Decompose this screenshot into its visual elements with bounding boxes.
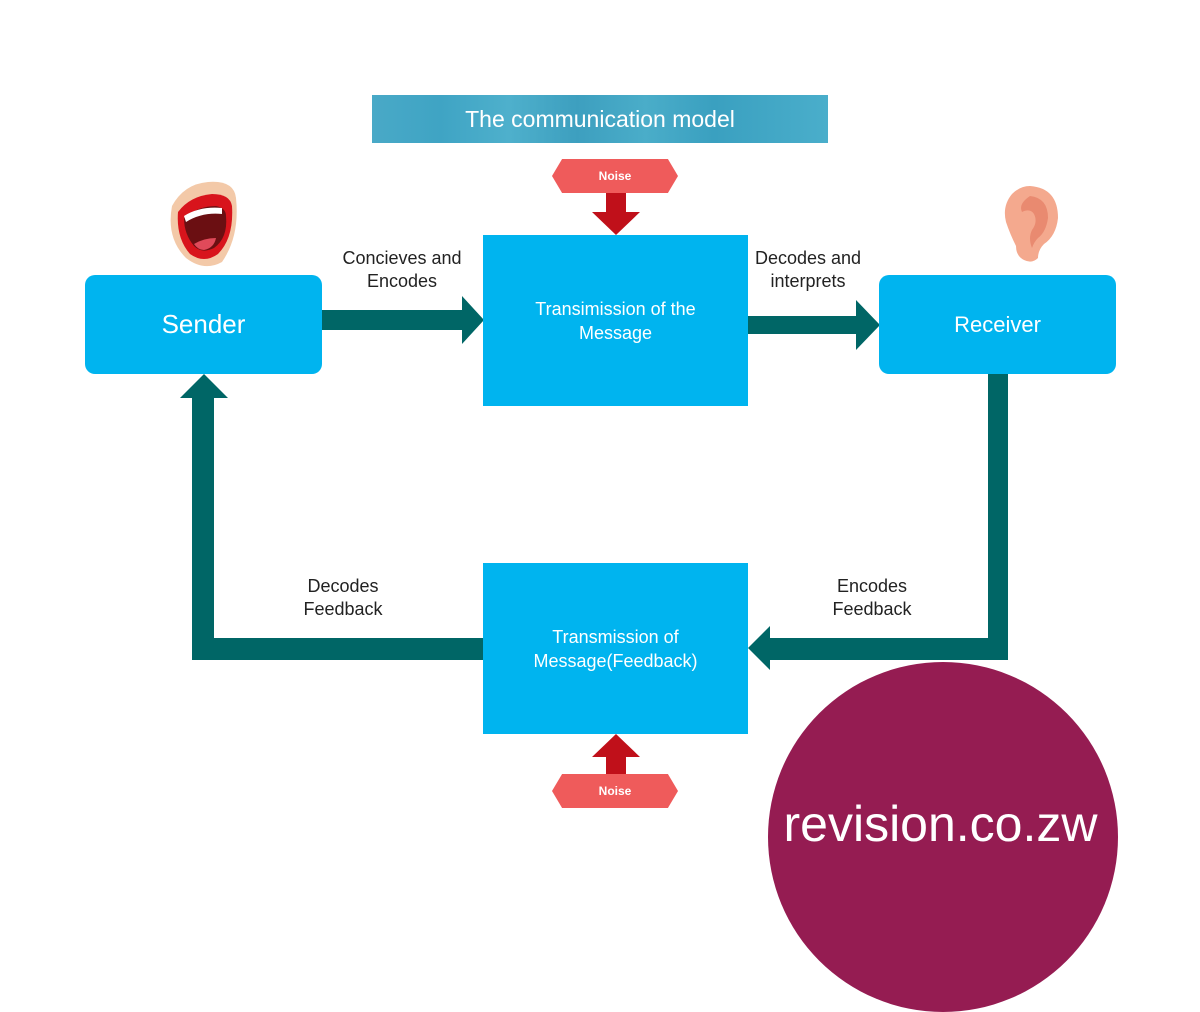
receiver-node: Receiver (879, 275, 1116, 374)
ear-icon (1004, 186, 1058, 262)
label-decodes-feedback: Decodes Feedback (303, 576, 383, 619)
noise-badge-bottom: Noise (552, 774, 678, 808)
arrow-sender-to-transmission (322, 296, 484, 344)
mouth-icon (170, 181, 237, 267)
noise-badge-top: Noise (552, 159, 678, 193)
label-encode: Concieves and Encodes (342, 248, 462, 291)
arrow-receiver-to-feedback (748, 374, 1008, 670)
noise-arrow-bottom (592, 734, 640, 776)
noise-arrow-top (592, 190, 640, 235)
diagram-canvas: The communication model Sender Receiver … (85, 95, 1118, 1012)
arrows-layer (180, 190, 1008, 776)
sender-node: Sender (85, 275, 322, 374)
feedback-transmission-node: Transmission of Message(Feedback) (483, 563, 748, 734)
label-decode: Decodes and interprets (754, 248, 862, 291)
watermark-text: revision.co.zw (783, 796, 1098, 852)
arrow-feedback-to-sender (180, 374, 484, 660)
diagram-title: The communication model (372, 95, 828, 143)
label-encodes-feedback: Encodes Feedback (832, 576, 912, 619)
arrow-transmission-to-receiver (748, 300, 880, 350)
transmission-node: Transimission of the Message (483, 235, 748, 406)
